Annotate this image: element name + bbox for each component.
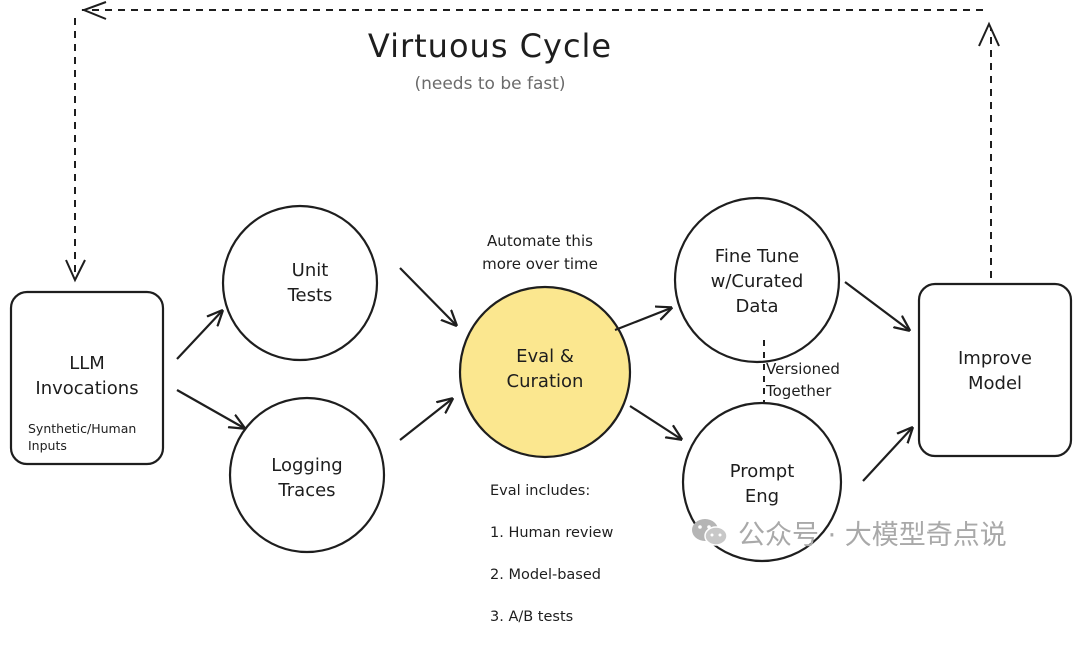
- prompt-eng-node: [681, 401, 843, 563]
- arrow-logging-to-eval: [399, 399, 452, 441]
- fine-tune-node: [673, 196, 841, 364]
- feedback-loop-line: [74, 9, 992, 278]
- llm-invocations-box: [9, 290, 165, 466]
- arrow-prompt-to-improve: [862, 428, 912, 482]
- llm-invocations-label: LLM Invocations: [35, 353, 139, 399]
- fine-tune-label: Fine Tune w/Curated Data: [710, 246, 804, 317]
- wechat-icon: [692, 519, 728, 546]
- unit-tests-label: Unit Tests: [287, 260, 333, 306]
- watermark: 公众号 · 大模型奇点说: [690, 512, 1007, 552]
- eval-curation-node: [458, 285, 632, 459]
- cycle-diagram: [9, 1, 1073, 563]
- arrow-eval-to-fine-tune: [614, 308, 671, 332]
- eval-includes-title: Eval includes:: [490, 483, 591, 499]
- automate-annotation: Automate this more over time: [482, 232, 598, 273]
- feedback-arrowhead-top-right: [978, 21, 1000, 47]
- arrow-fine-tune-to-improve: [844, 281, 909, 330]
- improve-model-box: [917, 282, 1073, 458]
- arrow-llm-to-unit-tests: [176, 311, 222, 360]
- arrow-llm-to-logging: [176, 389, 244, 428]
- eval-includes-item: 3. A/B tests: [490, 609, 574, 625]
- feedback-arrowhead-bottom-left: [65, 259, 86, 283]
- improve-model-label: Improve Model: [957, 348, 1032, 394]
- arrow-eval-to-prompt: [629, 405, 681, 439]
- diagram-subtitle: (needs to be fast): [414, 74, 566, 94]
- feedback-arrowhead-top-left: [81, 1, 107, 20]
- logging-traces-node: [228, 396, 386, 554]
- unit-tests-node: [221, 204, 379, 362]
- eval-curation-label: Eval & Curation: [506, 346, 584, 392]
- versioned-together-annotation: Versioned Together: [766, 360, 840, 400]
- eval-includes-item: 1. Human review: [490, 525, 614, 541]
- synthetic-human-inputs-note: Synthetic/Human Inputs: [28, 421, 137, 453]
- watermark-text: 公众号 · 大模型奇点说: [738, 519, 1007, 551]
- logging-traces-label: Logging Traces: [271, 455, 343, 501]
- prompt-eng-label: Prompt Eng: [729, 461, 795, 507]
- arrow-unit-tests-to-eval: [399, 267, 456, 325]
- diagram-title: Virtuous Cycle: [367, 27, 613, 65]
- eval-includes-list: Eval includes: 1. Human review 2. Model-…: [490, 460, 650, 649]
